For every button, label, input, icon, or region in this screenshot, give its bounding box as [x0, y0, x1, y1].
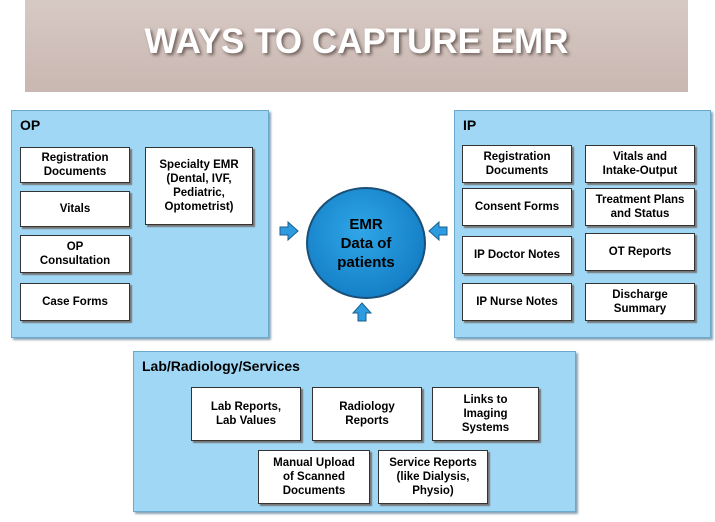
emr-data-circle: EMR Data of patients: [306, 187, 426, 299]
ip-nurse-notes: IP Nurse Notes: [462, 283, 572, 321]
lab-panel: Lab/Radiology/Services Lab Reports, Lab …: [133, 351, 576, 512]
ip-heading: IP: [463, 117, 477, 133]
ip-ot-reports: OT Reports: [585, 233, 695, 271]
lab-reports: Lab Reports, Lab Values: [191, 387, 301, 441]
service-reports: Service Reports (like Dialysis, Physio): [378, 450, 488, 504]
op-panel: OP Registration Documents Vitals OP Cons…: [11, 110, 269, 338]
arrow-up-icon: [352, 302, 372, 322]
ip-consent-forms: Consent Forms: [462, 188, 572, 226]
ip-panel: IP Registration Documents Vitals and Int…: [454, 110, 711, 338]
op-consultation: OP Consultation: [20, 235, 130, 273]
op-case-forms: Case Forms: [20, 283, 130, 321]
op-vitals: Vitals: [20, 191, 130, 227]
ip-discharge-summary: Discharge Summary: [585, 283, 695, 321]
op-specialty-emr: Specialty EMR (Dental, IVF, Pediatric, O…: [145, 147, 253, 225]
lab-heading: Lab/Radiology/Services: [142, 358, 300, 374]
imaging-links: Links to Imaging Systems: [432, 387, 539, 441]
op-heading: OP: [20, 117, 41, 133]
ip-doctor-notes: IP Doctor Notes: [462, 236, 572, 274]
ip-vitals-intake-output: Vitals and Intake-Output: [585, 145, 695, 183]
radiology-reports: Radiology Reports: [312, 387, 422, 441]
manual-upload: Manual Upload of Scanned Documents: [258, 450, 370, 504]
ip-registration-documents: Registration Documents: [462, 145, 572, 183]
ip-treatment-plans: Treatment Plans and Status: [585, 188, 695, 226]
op-registration-documents: Registration Documents: [20, 147, 130, 183]
arrow-right-icon: [279, 221, 299, 241]
arrow-left-icon: [428, 221, 448, 241]
title-banner: WAYS TO CAPTURE EMR: [25, 0, 688, 92]
slide-title: WAYS TO CAPTURE EMR: [144, 22, 569, 61]
